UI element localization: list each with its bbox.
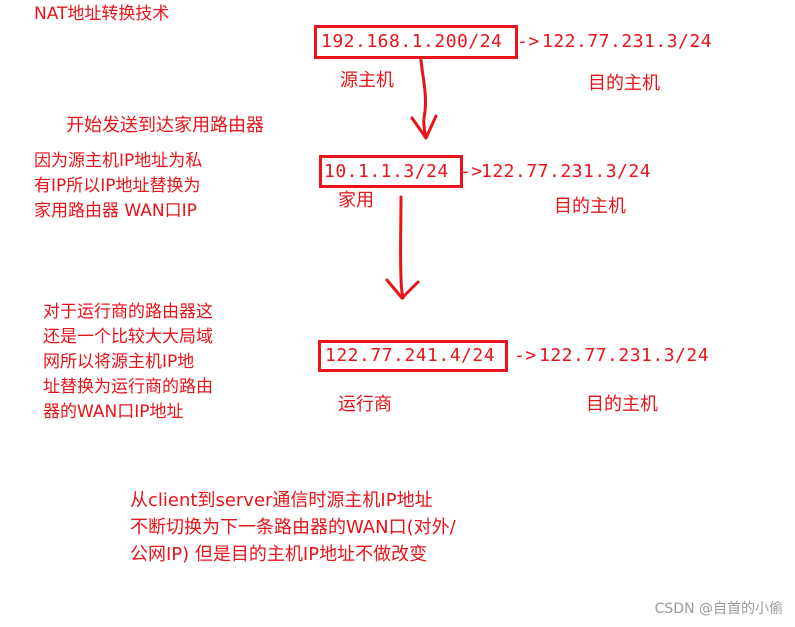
summary-line: 从client到server通信时源主机IP地址: [130, 490, 433, 511]
source-label-1: 源主机: [340, 70, 394, 91]
explanation-line: 有IP所以IP地址替换为: [34, 176, 201, 196]
explanation-isp: 对于运行商的路由器这 还是一个比较大大局域 网所以将源主机IP地 址替换为运行商…: [43, 300, 213, 425]
source-ip-1: 192.168.1.200/24: [321, 31, 503, 52]
arrow-text-3: ->: [514, 345, 537, 366]
source-label-3: 运行商: [338, 394, 392, 415]
destination-label-3: 目的主机: [586, 394, 658, 415]
source-ip-box-2: [319, 155, 463, 188]
explanation-line: 家用路由器 WAN口IP: [34, 201, 197, 221]
step-note: 开始发送到达家用路由器: [66, 115, 264, 136]
explanation-line: 对于运行商的路由器这: [43, 302, 213, 322]
explanation-line: 器的WAN口IP地址: [43, 402, 184, 422]
explanation-line: 还是一个比较大大局域: [43, 327, 213, 347]
explanation-private-ip: 因为源主机IP地址为私 有IP所以IP地址替换为 家用路由器 WAN口IP: [34, 149, 202, 224]
source-ip-box-1: [314, 25, 518, 59]
source-ip-2: 10.1.1.3/24: [324, 161, 449, 182]
down-arrow-1: [419, 58, 428, 140]
down-arrow-2: [399, 195, 405, 300]
destination-ip-1: 122.77.231.3/24: [542, 31, 713, 52]
explanation-line: 网所以将源主机IP地: [43, 352, 195, 372]
destination-label-1: 目的主机: [588, 73, 660, 94]
explanation-line: 因为源主机IP地址为私: [34, 151, 203, 171]
source-ip-box-3: [318, 340, 508, 372]
arrow-text-1: ->: [517, 31, 540, 52]
summary-line: 公网IP) 但是目的主机IP地址不做改变: [130, 544, 428, 565]
source-label-2: 家用: [338, 190, 374, 211]
summary-note: 从client到server通信时源主机IP地址 不断切换为下一条路由器的WAN…: [130, 487, 456, 568]
source-ip-3: 122.77.241.4/24: [325, 345, 496, 366]
arrow-text-2: ->: [460, 161, 483, 182]
diagram-title: NAT地址转换技术: [34, 4, 170, 24]
watermark: CSDN @自首的小偷: [654, 601, 783, 617]
destination-ip-2: 122.77.231.3/24: [481, 161, 652, 182]
destination-label-2: 目的主机: [554, 196, 626, 217]
explanation-line: 址替换为运行商的路由: [43, 377, 213, 397]
down-arrow-1-head: [410, 114, 438, 140]
destination-ip-3: 122.77.231.3/24: [539, 345, 710, 366]
summary-line: 不断切换为下一条路由器的WAN口(对外/: [130, 517, 456, 538]
down-arrow-2-head: [385, 278, 420, 300]
